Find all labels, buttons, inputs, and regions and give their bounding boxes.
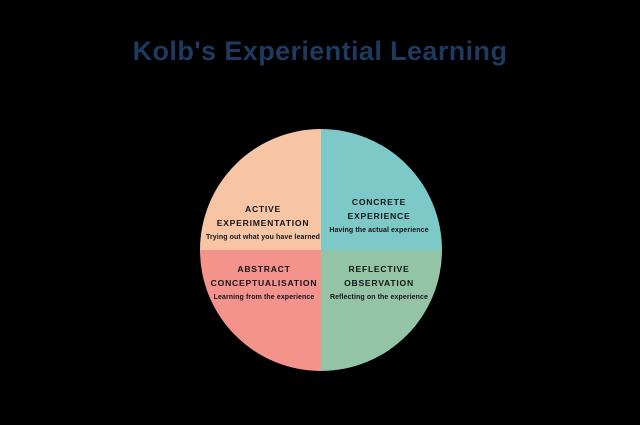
- quadrant-title-line2-active-experimentation: EXPERIMENTATION: [217, 218, 310, 228]
- page-title: Kolb's Experiential Learning: [132, 36, 508, 66]
- quadrant-title-line1-abstract-conceptualisation: ABSTRACT: [237, 264, 290, 274]
- ring-arc-top-left: [176, 75, 345, 245]
- outer-arrow-ring: [152, 75, 490, 425]
- ring-arc-path-tl: [176, 105, 316, 245]
- quadrant-title-line1-reflective-observation: REFLECTIVE: [349, 264, 410, 274]
- label-abstract-conceptualisation: ABSTRACT CONCEPTUALISATION Learning from…: [211, 264, 318, 301]
- quadrant-subtitle-active-experimentation: Trying out what you have learned: [206, 234, 320, 241]
- ring-arc-path-br: [326, 255, 466, 395]
- quadrant-wheel: [200, 129, 442, 371]
- quadrant-reflective-observation[interactable]: [321, 250, 442, 371]
- quadrant-abstract-conceptualisation[interactable]: [200, 250, 321, 371]
- quadrant-title-line2-abstract-conceptualisation: CONCEPTUALISATION: [211, 278, 318, 288]
- arrow-top-head: [311, 75, 345, 139]
- quadrant-subtitle-abstract-conceptualisation: Learning from the experience: [214, 294, 315, 301]
- label-active-experimentation: ACTIVE EXPERIMENTATION Trying out what y…: [206, 204, 320, 241]
- label-concrete-experience: CONCRETE EXPERIENCE Having the actual ex…: [329, 197, 428, 234]
- label-reflective-observation: REFLECTIVE OBSERVATION Reflecting on the…: [330, 264, 428, 301]
- quadrant-title-line2-reflective-observation: OBSERVATION: [344, 278, 414, 288]
- quadrant-title-line1-concrete-experience: CONCRETE: [352, 197, 406, 207]
- quadrant-subtitle-reflective-observation: Reflecting on the experience: [330, 294, 428, 301]
- quadrant-title-line2-concrete-experience: EXPERIENCE: [348, 211, 411, 221]
- quadrant-concrete-experience[interactable]: [321, 129, 442, 250]
- quadrant-subtitle-concrete-experience: Having the actual experience: [329, 227, 428, 234]
- ring-arc-path-bl: [176, 255, 316, 395]
- quadrant-active-experimentation[interactable]: [200, 129, 321, 250]
- ring-arc-path-tr: [326, 105, 466, 245]
- quadrant-title-line1-active-experimentation: ACTIVE: [245, 204, 281, 214]
